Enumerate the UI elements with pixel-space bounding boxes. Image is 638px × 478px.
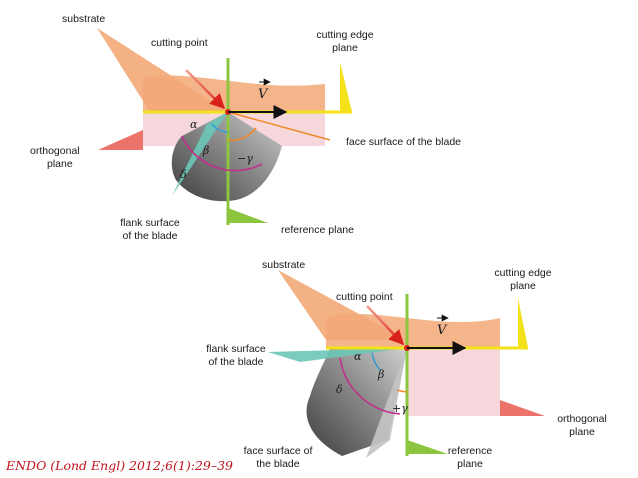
top-beta-arc bbox=[181, 135, 263, 172]
top-substrate-band bbox=[143, 75, 325, 112]
bottom-orthogonal-label-1: orthogonal bbox=[557, 413, 607, 425]
top-diagram: V substrate cutting point cutting edge p… bbox=[30, 13, 461, 242]
top-flank-surface-label-1: flank surface bbox=[120, 217, 180, 229]
top-face-line bbox=[227, 111, 331, 141]
bottom-alpha-arc bbox=[371, 352, 381, 371]
top-reference-plane-label: reference plane bbox=[281, 224, 354, 236]
top-alpha-label: α bbox=[190, 118, 198, 131]
bottom-beta-arc bbox=[339, 357, 401, 415]
top-rake-label: −γ bbox=[237, 152, 253, 165]
citation-text: ENDO (Lond Engl) 2012;6(1):29–39 bbox=[6, 458, 234, 473]
bottom-cutting-point-label: cutting point bbox=[336, 291, 393, 303]
top-velocity-label: V bbox=[258, 87, 269, 102]
top-beta-label: β bbox=[202, 144, 209, 157]
top-delta-label: δ bbox=[180, 168, 187, 181]
top-flank-wedge bbox=[172, 112, 228, 196]
top-face-surface-label: face surface of the blade bbox=[346, 136, 461, 148]
bottom-beta-label: β bbox=[377, 368, 384, 381]
top-substrate-label: substrate bbox=[62, 13, 105, 25]
bottom-substrate-label: substrate bbox=[262, 259, 305, 271]
bottom-substrate-band bbox=[326, 313, 500, 348]
bottom-rake-label: +γ bbox=[392, 402, 408, 415]
top-alpha-arc bbox=[211, 123, 229, 133]
bottom-cutting-point-arrow bbox=[366, 305, 405, 346]
bottom-orthogonal-wedge bbox=[500, 400, 545, 416]
top-flank-surface-label-2: of the blade bbox=[123, 230, 178, 242]
bottom-rake-arc bbox=[396, 389, 408, 393]
bottom-delta-label: δ bbox=[336, 383, 343, 396]
bottom-reference-plane-label-2: plane bbox=[457, 458, 483, 470]
bottom-cutting-edge-label-2: plane bbox=[510, 280, 536, 292]
bottom-diagram: V substrate cutting point cutting edge p… bbox=[206, 259, 607, 470]
bottom-flank-wedge bbox=[268, 348, 407, 362]
bottom-flank-surface-label-1: flank surface bbox=[206, 343, 266, 355]
bottom-reference-wedge bbox=[407, 440, 448, 454]
bottom-face-surface-label-1: face surface of bbox=[244, 445, 313, 457]
top-cutting-edge-plane bbox=[340, 62, 352, 112]
top-cutting-edge-label-1: cutting edge bbox=[316, 29, 373, 41]
bottom-orthogonal-label-2: plane bbox=[569, 426, 595, 438]
top-orthogonal-wedge bbox=[98, 130, 143, 150]
top-rake-arc bbox=[227, 127, 257, 142]
bottom-velocity-label: V bbox=[437, 323, 448, 338]
top-cutting-edge-label-2: plane bbox=[332, 42, 358, 54]
bottom-orthogonal-plane-region bbox=[407, 348, 500, 416]
bottom-cutting-edge-plane bbox=[518, 298, 528, 348]
top-cutting-point-arrow bbox=[185, 69, 226, 110]
bottom-reference-plane-label-1: reference bbox=[448, 445, 493, 457]
top-orthogonal-label-1: orthogonal bbox=[30, 145, 80, 157]
bottom-flank-surface-label-2: of the blade bbox=[209, 356, 264, 368]
bottom-cutting-edge-label-1: cutting edge bbox=[494, 267, 551, 279]
bottom-face-wedge bbox=[366, 348, 407, 458]
bottom-face-surface-label-2: the blade bbox=[256, 458, 299, 470]
top-reference-wedge bbox=[228, 208, 268, 223]
top-cutting-point-label: cutting point bbox=[151, 37, 208, 49]
bottom-alpha-label: α bbox=[354, 350, 362, 363]
top-orthogonal-label-2: plane bbox=[47, 158, 73, 170]
